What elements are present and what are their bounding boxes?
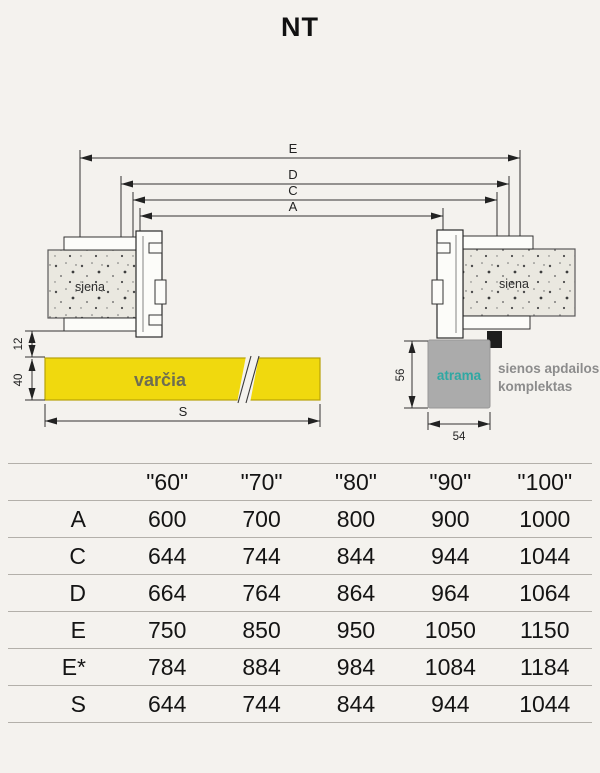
cell: 950 — [308, 611, 404, 649]
cell: 864 — [308, 574, 404, 612]
cell: 944 — [403, 537, 498, 575]
cell: 700 — [214, 500, 309, 538]
table-row: A 600 700 800 900 1000 — [8, 500, 592, 538]
support-label: atrama — [437, 368, 482, 383]
cell: 844 — [308, 685, 404, 723]
column-header: "100" — [497, 463, 592, 501]
cell: 664 — [120, 574, 215, 612]
door-leaf — [44, 357, 321, 401]
row-label: S — [8, 685, 120, 723]
dim-56 — [404, 340, 428, 409]
dim-label-E: E — [289, 141, 298, 156]
door-leaf-label: varčia — [134, 370, 187, 390]
dim-S — [44, 404, 321, 427]
table-row: C 644 744 844 944 1044 — [8, 537, 592, 575]
row-label: D — [8, 574, 120, 612]
left-wall — [47, 249, 141, 319]
dim-label-40: 40 — [13, 374, 25, 387]
cell: 744 — [214, 537, 309, 575]
dim-label-54: 54 — [453, 431, 466, 443]
cell: 844 — [308, 537, 404, 575]
cell: 1084 — [403, 648, 498, 686]
cell: 1064 — [497, 574, 592, 612]
cell: 1150 — [497, 611, 592, 649]
cell: 1044 — [497, 685, 592, 723]
cell: 964 — [403, 574, 498, 612]
left-clip-bottom — [148, 314, 163, 326]
break-gap — [237, 356, 259, 403]
left-frame-section: siena — [47, 230, 167, 338]
table-row: D 664 764 864 964 1064 — [8, 574, 592, 612]
table-row: S 644 744 844 944 1044 — [8, 685, 592, 723]
dim-label-C: C — [288, 183, 297, 198]
cell: 1050 — [403, 611, 498, 649]
left-wall-label: siena — [75, 280, 105, 294]
kit-caption-line2: komplektas — [498, 379, 572, 394]
column-header: "90" — [403, 463, 498, 501]
column-header: "60" — [120, 463, 215, 501]
page-title: NT — [281, 12, 319, 42]
column-header: "80" — [308, 463, 404, 501]
cell: 744 — [214, 685, 309, 723]
cell: 850 — [214, 611, 309, 649]
dim-E — [79, 150, 521, 244]
dim-40 — [25, 359, 45, 401]
cell: 984 — [308, 648, 404, 686]
column-header: "70" — [214, 463, 309, 501]
right-frame-section: siena atrama — [427, 229, 576, 409]
right-wall-label: siena — [499, 277, 529, 291]
cell: 1184 — [497, 648, 592, 686]
table-header-row: "60" "70" "80" "90" "100" — [8, 463, 592, 501]
left-seal-groove — [154, 279, 167, 305]
left-clip-top — [148, 242, 163, 254]
cell: 1000 — [497, 500, 592, 538]
table-row: E* 784 884 984 1084 1184 — [8, 648, 592, 686]
dim-C — [132, 192, 498, 244]
cell: 644 — [120, 685, 215, 723]
dim-label-12: 12 — [13, 338, 25, 351]
row-label: E* — [8, 648, 120, 686]
dim-54 — [427, 412, 491, 430]
cell: 644 — [120, 537, 215, 575]
cell: 600 — [120, 500, 215, 538]
kit-caption-line1: sienos apdailos — [498, 361, 599, 376]
dimensions-table: "60" "70" "80" "90" "100" A 600 700 800 … — [8, 463, 592, 723]
corner-header — [8, 463, 120, 501]
row-label: C — [8, 537, 120, 575]
cell: 784 — [120, 648, 215, 686]
right-clip-top — [436, 242, 451, 254]
row-label: A — [8, 500, 120, 538]
cell: 884 — [214, 648, 309, 686]
cell: 944 — [403, 685, 498, 723]
cell: 900 — [403, 500, 498, 538]
dim-label-A: A — [289, 199, 298, 214]
dim-label-D: D — [288, 167, 297, 182]
dim-label-S: S — [179, 404, 188, 419]
cell: 764 — [214, 574, 309, 612]
right-seal-groove — [431, 279, 444, 305]
dim-D — [120, 176, 510, 244]
kit-connector — [487, 331, 502, 348]
dim-label-56: 56 — [395, 369, 407, 382]
door-leaf-group: varčia — [44, 355, 321, 404]
row-label: E — [8, 611, 120, 649]
dim-12 — [25, 330, 136, 358]
cell: 1044 — [497, 537, 592, 575]
technical-drawing: E D C A siena — [13, 141, 599, 443]
cell: 800 — [308, 500, 404, 538]
cell: 750 — [120, 611, 215, 649]
support-block — [427, 339, 491, 409]
right-wall — [462, 248, 576, 317]
table-row: E 750 850 950 1050 1150 — [8, 611, 592, 649]
